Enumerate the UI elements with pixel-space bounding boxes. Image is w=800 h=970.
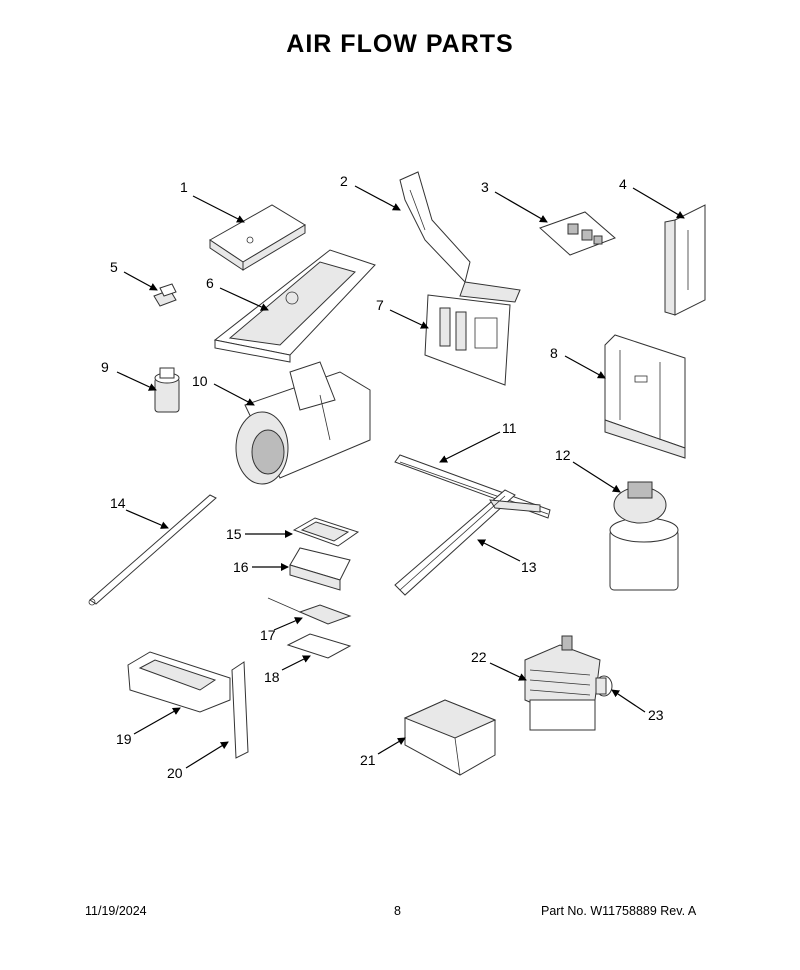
leader-8 bbox=[564, 355, 606, 379]
callout-18: 18 bbox=[264, 669, 280, 685]
leader-21 bbox=[377, 737, 406, 755]
leader-14 bbox=[125, 509, 169, 529]
part-6-vent-tray-drawing bbox=[213, 249, 376, 363]
callout-13: 13 bbox=[521, 559, 537, 575]
leader-7 bbox=[389, 309, 429, 329]
footer-part-number: Part No. W11758889 Rev. A bbox=[541, 904, 697, 918]
callout-19: 19 bbox=[116, 731, 132, 747]
part-22-magnetron-drawing bbox=[524, 635, 601, 731]
part-5-clip-drawing bbox=[153, 283, 177, 307]
leader-5 bbox=[123, 271, 158, 291]
part-21-mount-drawing bbox=[403, 699, 497, 776]
leader-1 bbox=[192, 195, 245, 223]
part-9-capacitor-drawing bbox=[154, 367, 180, 413]
part-7-bracket-box-drawing bbox=[424, 294, 511, 386]
callout-labels: 1 2 3 4 5 6 7 8 9 10 11 12 13 14 15 16 1… bbox=[101, 173, 664, 781]
part-1-cover-drawing bbox=[209, 204, 306, 271]
part-8-panel-drawing bbox=[604, 334, 686, 459]
callout-21: 21 bbox=[360, 752, 376, 768]
callout-14: 14 bbox=[110, 495, 126, 511]
part-10-blower-drawing bbox=[235, 361, 371, 485]
callout-16: 16 bbox=[233, 559, 249, 575]
leader-10 bbox=[213, 383, 255, 406]
leader-23 bbox=[611, 689, 646, 713]
leader-9 bbox=[116, 371, 157, 391]
part-2-bracket-drawing bbox=[399, 171, 521, 303]
part-12-motor-drawing bbox=[609, 481, 679, 591]
leader-lines bbox=[116, 185, 685, 769]
callout-9: 9 bbox=[101, 359, 109, 375]
footer-page-number: 8 bbox=[394, 904, 401, 918]
callout-1: 1 bbox=[180, 179, 188, 195]
leader-18 bbox=[281, 655, 311, 671]
part-4-side-plate-drawing bbox=[664, 204, 706, 316]
leader-12 bbox=[572, 461, 621, 493]
part-14-strip-drawing bbox=[88, 494, 217, 606]
footer-date: 11/19/2024 bbox=[85, 904, 147, 918]
callout-8: 8 bbox=[550, 345, 558, 361]
leader-4 bbox=[632, 187, 685, 219]
part-23-terminal-drawing bbox=[595, 675, 613, 697]
callout-20: 20 bbox=[167, 765, 183, 781]
callout-7: 7 bbox=[376, 297, 384, 313]
page-title: AIR FLOW PARTS bbox=[286, 30, 514, 58]
callout-10: 10 bbox=[192, 373, 208, 389]
leader-22 bbox=[489, 662, 527, 681]
part-16-duct-drawing bbox=[289, 547, 351, 591]
leader-13 bbox=[477, 539, 521, 562]
callout-17: 17 bbox=[260, 627, 276, 643]
part-13-rail-drawing bbox=[394, 489, 541, 596]
callout-11: 11 bbox=[502, 420, 517, 436]
part-17-gasket-drawing bbox=[267, 597, 352, 625]
leader-2 bbox=[354, 185, 401, 211]
callout-2: 2 bbox=[340, 173, 348, 189]
part-20-plate-drawing bbox=[231, 661, 249, 759]
part-19-bracket-drawing bbox=[127, 651, 231, 713]
callout-6: 6 bbox=[206, 275, 214, 291]
leader-6 bbox=[219, 287, 269, 311]
leader-17 bbox=[273, 617, 303, 631]
leader-19 bbox=[133, 707, 181, 735]
callout-4: 4 bbox=[619, 176, 627, 192]
callout-3: 3 bbox=[481, 179, 489, 195]
callout-12: 12 bbox=[555, 447, 571, 463]
leader-11 bbox=[439, 431, 501, 463]
callout-15: 15 bbox=[226, 526, 242, 542]
part-3-control-board-drawing bbox=[539, 211, 616, 256]
part-15-filter-drawing bbox=[292, 517, 360, 547]
leader-3 bbox=[494, 191, 548, 223]
callout-5: 5 bbox=[110, 259, 118, 275]
callout-22: 22 bbox=[471, 649, 487, 665]
leader-20 bbox=[185, 741, 229, 769]
callout-23: 23 bbox=[648, 707, 664, 723]
part-18-pad-drawing bbox=[286, 633, 352, 659]
